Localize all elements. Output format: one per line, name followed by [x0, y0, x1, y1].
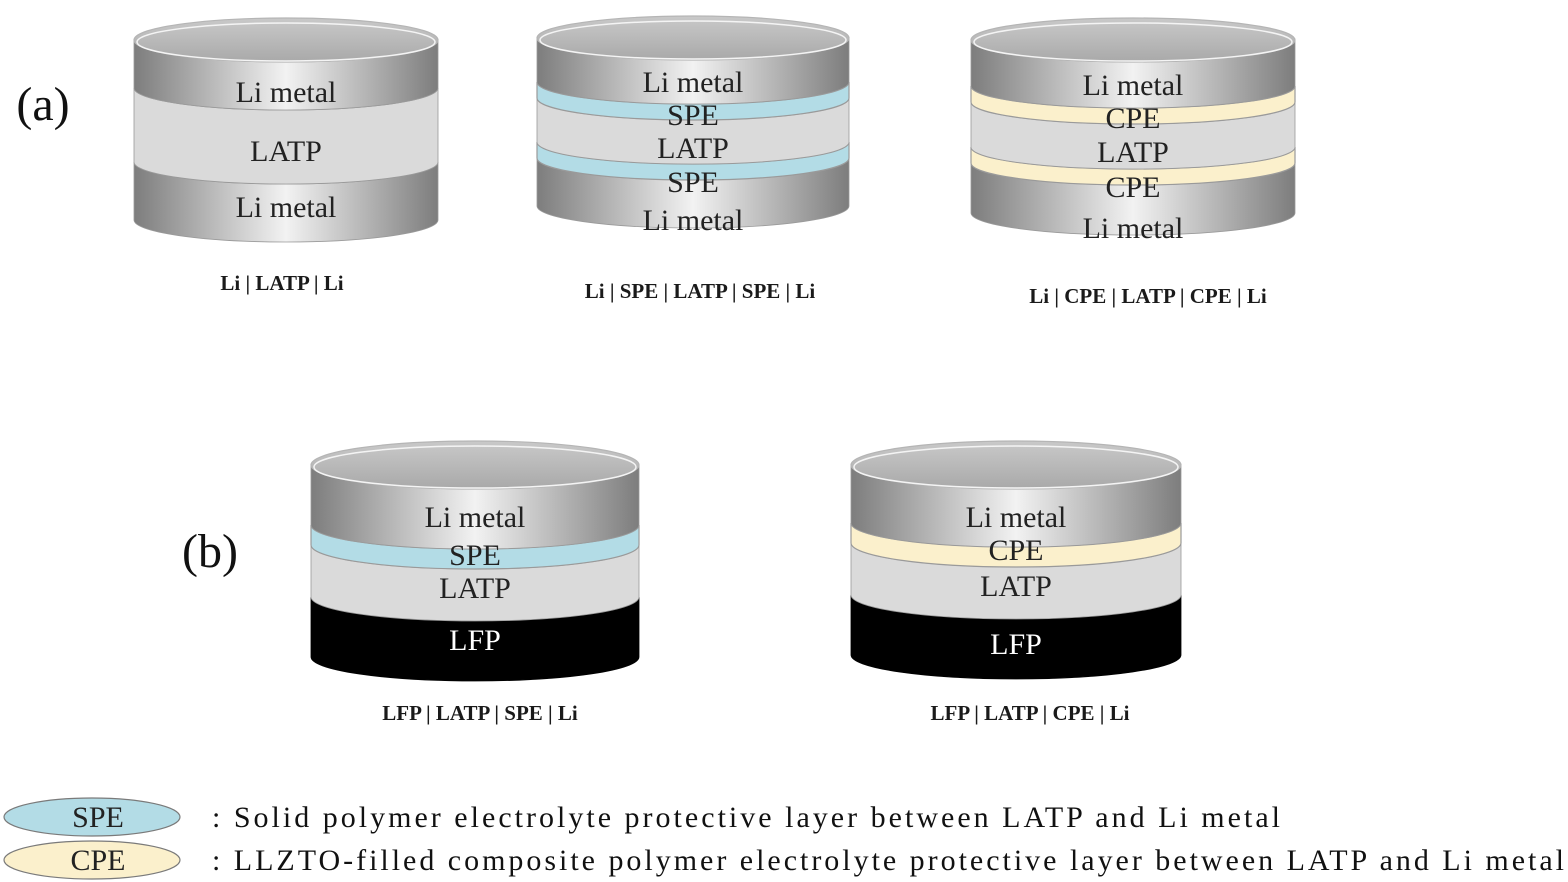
cylinder-top-highlight — [853, 445, 1179, 489]
cylinder-top-highlight — [136, 22, 436, 62]
layer-label-latp: LATP — [250, 135, 322, 168]
cylinder-top — [970, 17, 1296, 63]
layer-label-metal: Li metal — [236, 76, 337, 109]
layer-label-spe: SPE — [449, 539, 501, 572]
legend-symbol: SPE — [72, 801, 124, 834]
cylinder-top — [536, 15, 850, 61]
cell-caption: LFP | LATP | CPE | Li — [930, 701, 1129, 725]
layer-label-metal: Li metal — [966, 501, 1067, 534]
layer-label-cpe: CPE — [988, 534, 1043, 567]
cylinder-top — [850, 440, 1182, 490]
legend-description: : LLZTO-filled composite polymer electro… — [212, 844, 1564, 877]
cylinder-top-highlight — [973, 22, 1293, 62]
layer-label-latp: LATP — [1097, 136, 1169, 169]
legend: SPE : Solid polymer electrolyte protectiv… — [3, 797, 1564, 880]
cylinder-top — [133, 17, 439, 63]
layer-label-latp: LATP — [657, 132, 729, 165]
cell-caption: Li | LATP | Li — [220, 271, 343, 295]
cylinder-top — [310, 440, 640, 490]
cylinder-top-highlight — [313, 445, 637, 489]
layer-label-metal: Li metal — [236, 191, 337, 224]
legend-swatch-spe — [3, 797, 181, 837]
cell-caption: Li | CPE | LATP | CPE | Li — [1029, 284, 1267, 308]
layer-label-metal: Li metal — [1083, 69, 1184, 102]
layer-label-cpe: CPE — [1105, 102, 1160, 135]
layer-label-lfp: LFP — [449, 624, 501, 657]
legend-swatch-cpe — [3, 840, 181, 880]
layer-label-spe: SPE — [667, 99, 719, 132]
layer-label-spe: SPE — [667, 166, 719, 199]
legend-item-spe: SPE : Solid polymer electrolyte protectiv… — [3, 797, 1280, 837]
layer-label-metal: Li metal — [643, 66, 744, 99]
layer-label-lfp: LFP — [990, 628, 1042, 661]
panel-label-a: (a) — [16, 78, 69, 131]
legend-description: : Solid polymer electrolyte protective l… — [212, 801, 1280, 834]
layer-label-metal: Li metal — [643, 204, 744, 237]
legend-symbol: CPE — [70, 844, 125, 877]
layer-label-metal: Li metal — [425, 501, 526, 534]
cell-caption: Li | SPE | LATP | SPE | Li — [585, 279, 816, 303]
layer-label-latp: LATP — [980, 570, 1052, 603]
legend-item-cpe: CPE : LLZTO-filled composite polymer elec… — [3, 840, 1564, 880]
layer-label-latp: LATP — [439, 572, 511, 605]
cell-caption: LFP | LATP | SPE | Li — [382, 701, 578, 725]
layer-label-metal: Li metal — [1083, 212, 1184, 245]
panel-label-b: (b) — [182, 525, 238, 578]
layer-label-cpe: CPE — [1105, 171, 1160, 204]
cylinder-top-highlight — [539, 20, 847, 60]
